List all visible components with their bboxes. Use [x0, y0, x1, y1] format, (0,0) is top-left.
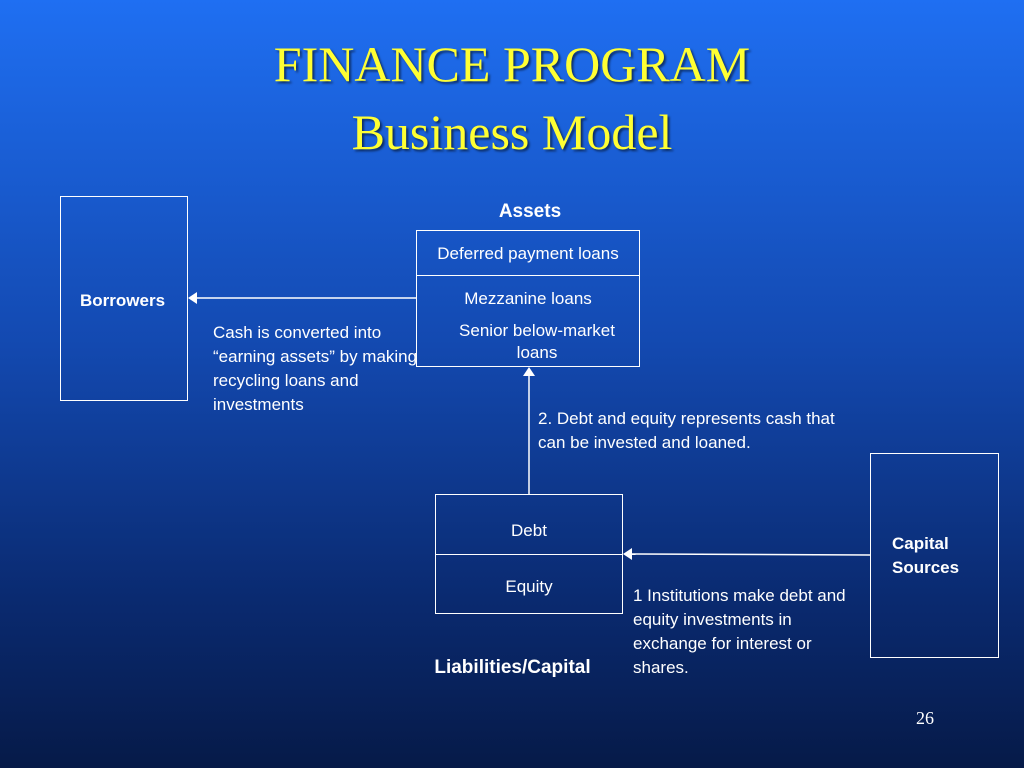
page-number: 26: [916, 708, 934, 728]
arrow-capital-to-liabilities: [631, 553, 871, 556]
slide-subtitle: Business Model: [351, 104, 673, 160]
borrowers-box: Borrowers: [60, 196, 188, 401]
asset-item-deferred: Deferred payment loans: [437, 244, 619, 263]
assets-heading: Assets: [498, 201, 562, 222]
capital-sources-label: Capital Sources: [892, 534, 960, 577]
asset-item-senior: Senior below-market loans: [459, 321, 615, 362]
arrowhead-assets: [523, 367, 535, 376]
assets-box: Deferred payment loans Mezzanine loans S…: [416, 230, 640, 367]
arrowhead-liabilities: [623, 548, 632, 560]
step2-note: 2. Debt and equity represents cash that …: [538, 409, 835, 452]
arrowhead-borrowers: [188, 292, 197, 304]
slide-title: FINANCE PROGRAM: [273, 36, 751, 92]
assets-divider-1: [417, 275, 639, 276]
step1-note: 1 Institutions make debt and equity inve…: [633, 586, 846, 677]
conversion-note: Cash is converted into “earning assets” …: [213, 323, 418, 414]
liabilities-box: Debt Equity: [435, 494, 623, 614]
asset-item-mezzanine: Mezzanine loans: [464, 289, 592, 308]
borrowers-label: Borrowers: [80, 291, 166, 310]
liabilities-heading: Liabilities/Capital: [434, 657, 591, 678]
capital-sources-box: Capital Sources: [870, 453, 999, 658]
liability-item-debt: Debt: [511, 521, 547, 540]
liabilities-divider: [436, 554, 622, 555]
liability-item-equity: Equity: [505, 577, 553, 596]
